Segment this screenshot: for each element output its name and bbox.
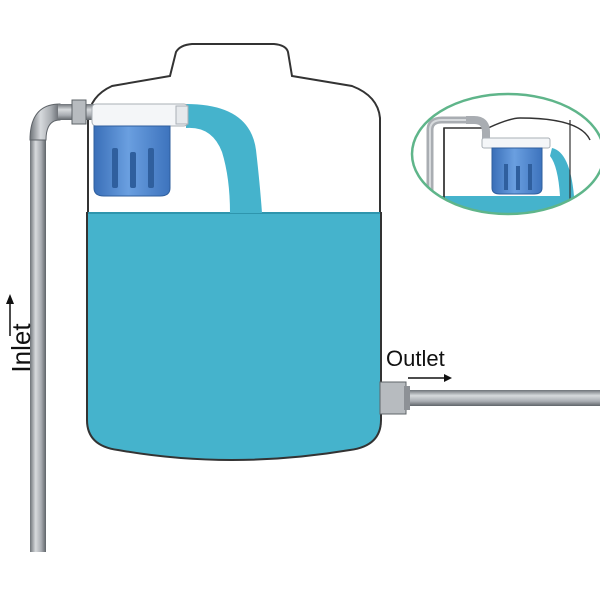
tank-outline xyxy=(87,43,381,428)
outlet-label: Outlet xyxy=(386,346,445,371)
arrow-up-icon xyxy=(6,294,14,336)
outlet-pipe xyxy=(380,390,600,406)
inlet-label: Inlet xyxy=(6,323,36,373)
inlet-elbow xyxy=(29,103,61,141)
inset-detail xyxy=(410,92,600,216)
tank-water xyxy=(86,212,382,461)
water-jet xyxy=(186,104,262,213)
arrow-right-icon xyxy=(408,374,452,382)
float-valve-icon xyxy=(91,103,189,197)
inlet-pipe xyxy=(30,132,46,552)
